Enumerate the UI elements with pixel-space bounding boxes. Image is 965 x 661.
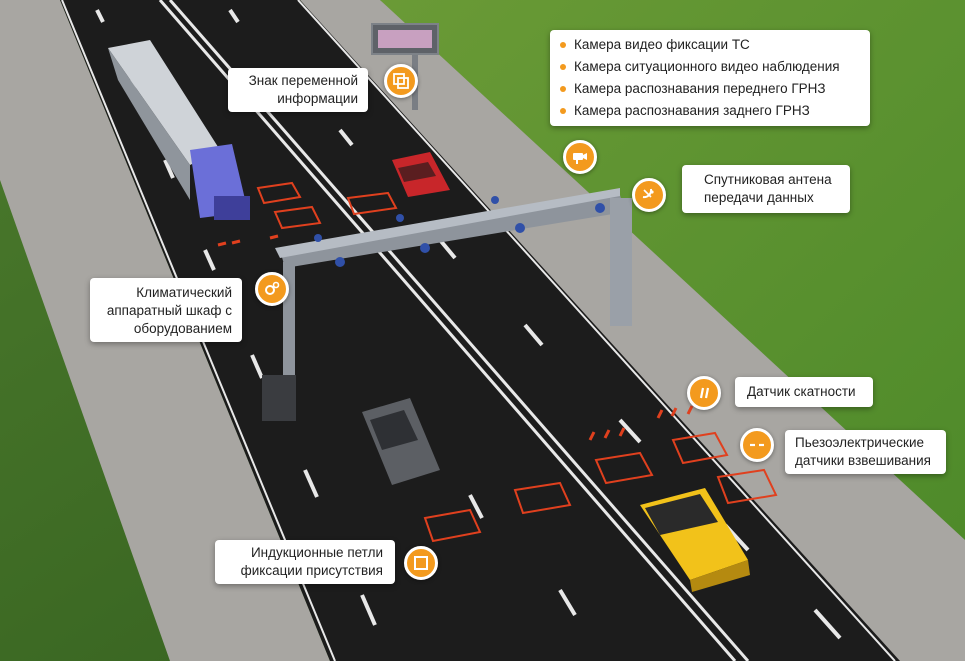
piezo-sensor-icon bbox=[740, 428, 774, 462]
shoulder-right bbox=[300, 0, 965, 661]
slip-sensor-label: Датчик скатности bbox=[747, 384, 856, 399]
slip-sensor-callout: Датчик скатности bbox=[735, 377, 873, 407]
vms-sign-label: Знак переменной информации bbox=[248, 73, 358, 106]
camera-item: Камера распознавания переднего ГРНЗ bbox=[560, 78, 860, 100]
yellow-van bbox=[640, 488, 750, 592]
cameras-callout: Камера видео фиксации ТС Камера ситуацио… bbox=[550, 30, 870, 126]
square-loop-icon bbox=[404, 546, 438, 580]
piezo-callout: Пьезоэлектрические датчики взвешивания bbox=[785, 430, 946, 474]
gantry bbox=[262, 188, 632, 421]
camera-item: Камера ситуационного видео наблюдения bbox=[560, 56, 860, 78]
satellite-callout: Спутниковая антена передачи данных bbox=[682, 165, 850, 213]
truck bbox=[108, 40, 250, 220]
vms-sign-callout: Знак переменной информации bbox=[228, 68, 368, 112]
camera-icon bbox=[563, 140, 597, 174]
camera-item: Камера видео фиксации ТС bbox=[560, 34, 860, 56]
satellite-dish-icon bbox=[632, 178, 666, 212]
grey-car bbox=[362, 398, 440, 485]
satellite-label: Спутниковая антена передачи данных bbox=[704, 172, 832, 205]
vms-sign bbox=[371, 23, 439, 110]
piezo-label: Пьезоэлектрические датчики взвешивания bbox=[795, 435, 931, 468]
red-car bbox=[392, 152, 450, 197]
cabinet-callout: Климатический аппаратный шкаф с оборудов… bbox=[90, 278, 242, 342]
display-icon bbox=[384, 64, 418, 98]
cabinet-label: Климатический аппаратный шкаф с оборудов… bbox=[106, 285, 232, 336]
loops-label: Индукционные петли фиксации присутствия bbox=[240, 545, 383, 578]
sensor-marks bbox=[217, 234, 694, 441]
camera-item: Камера распознавания заднего ГРНЗ bbox=[560, 100, 860, 122]
gear-icon bbox=[255, 272, 289, 306]
slip-sensor-icon bbox=[687, 376, 721, 410]
loops-callout: Индукционные петли фиксации присутствия bbox=[215, 540, 395, 584]
induction-loops bbox=[256, 181, 778, 543]
edge-line-right bbox=[297, 0, 896, 661]
